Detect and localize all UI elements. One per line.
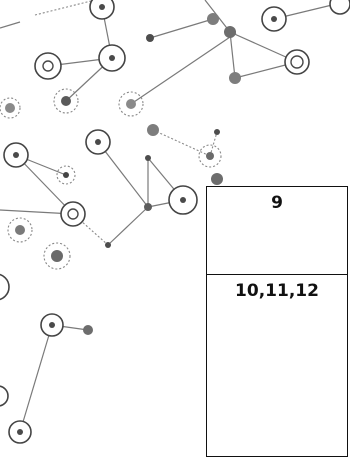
- table-cell: 9: [206, 186, 348, 275]
- table-row: 9: [206, 186, 348, 275]
- schedule-table: 9 10,11,12: [206, 186, 348, 457]
- table-cell: 10,11,12: [206, 274, 348, 457]
- table-cell-edge: [347, 186, 348, 275]
- table-cell-edge: [347, 274, 348, 457]
- table-row: 10,11,12: [206, 274, 348, 457]
